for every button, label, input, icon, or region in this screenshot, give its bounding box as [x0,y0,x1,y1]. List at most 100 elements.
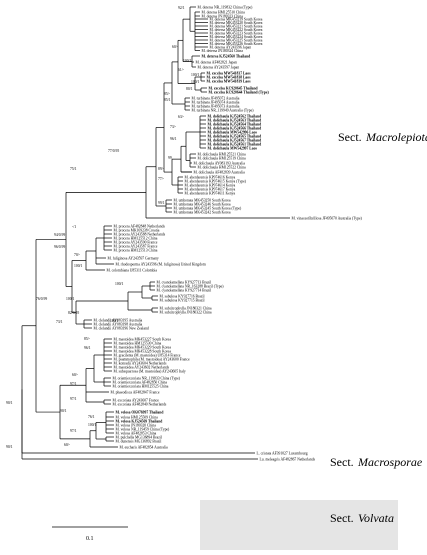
taxon-label: M. dolichaula HM125522 China [198,165,247,169]
taxon-label: M. subcitrophylla JN180322 China [160,310,212,314]
taxon-label: M. velosa OK076997 Thailand [116,410,165,414]
support-value: 73/1 [56,320,63,324]
taxon-label: M. dolichaula MW542997 Laos [208,146,258,150]
support-value: 90/1 [6,445,13,449]
support-value: 85/- [84,337,91,341]
taxon-label: M. mastoidea MK453227 South Korea [114,337,172,341]
taxon-label: M. detersa MK453226 South Korea [210,42,263,46]
taxon-label: M. detersa NR_119832 China (Type) [198,5,254,9]
scale-bar: 0.1 [52,526,128,542]
taxon-label: M. psammophila (M. mastoidea) AY243600 F… [114,357,191,361]
section-macrosporae-prefix: Sect. [330,455,354,469]
support-value: 63/- [178,115,185,119]
taxon-label: M. aberdarensis KP974617 Kenya [185,187,236,191]
taxon-label: M. turbinata JF495074 Australia [192,100,240,104]
taxon-label: M. procera AY243588 Netherlands [114,232,166,236]
taxon-label: M. excelsa KC920645 Thailand [209,86,259,90]
support-value: 60/- [172,45,179,49]
taxon-label: M. dunensis MG136892 Brazil [116,439,162,443]
taxon-label: M. velosa JN180320 China [116,423,157,427]
taxon-label: M. dolichaula KJ524566 Thailand [208,126,263,130]
support-value: 100/1 [88,423,97,427]
section-volvata-prefix: Sect. [330,511,354,525]
taxon-label: M. detersa MK453223 South Korea [210,31,263,35]
taxon-label: M. detersa HM125510 China [202,10,246,14]
taxon-label: M. excoriata AF482840 Netherlands [113,402,167,406]
taxon-label: M. dolichaula MW542996 Laos [208,130,258,134]
taxon-label: M. procera HM125513 China [114,248,158,252]
taxon-label: M. mastoidea MK453228 South Korea [114,349,172,353]
section-macrosporae-name: Macrosporae [357,455,423,469]
taxon-label: M. aberdarensis KP974614 Kenya [185,183,236,187]
tree-branches [21,6,290,460]
support-value: 76/1 [88,415,95,419]
taxon-label: M. rhodosperma AY243596 (M. fuliginosa) … [116,262,206,266]
taxon-label: M. detersa MK453224 South Korea [210,35,263,39]
taxon-label: M. detersa JN180323 China [202,14,244,18]
support-value: 97/1 [70,429,77,433]
taxon-label: M. fuliginosa AY243597 Germany [108,256,159,260]
taxon-label: M. velosa AF482853 China [116,431,157,435]
taxon-label: M. detersa KJ524560 Thailand [202,54,252,58]
support-value: 90/1 [6,401,13,405]
support-value: 85/1 [164,98,171,102]
taxon-label: M. mastoidea MK453229 South Korea [114,345,172,349]
support-value: 96/1 [170,137,177,141]
support-value: 60/- [72,373,79,377]
taxon-label: M. turbinata NR_119949 Australia (Type) [192,108,255,112]
taxon-label: M. aberdarensis KP974615 Kenya (Type) [185,179,247,183]
support-value: 77/0.95 [108,149,119,153]
taxon-label: M. turbinata JF495073 Australia [192,104,240,108]
support-value: 85/- [164,92,171,96]
taxon-label: M. cyanolamellata KY927713 Brazil [157,280,212,284]
taxon-label: M. excelsa MW541837 Laos [207,71,252,75]
support-value: 75/1 [70,167,77,171]
taxon-label: M. gracilenta (M. mastoidea) U85314 Fran… [114,353,181,357]
section-macrolepiota: Sect. Macrolepiota [338,130,427,144]
taxon-label: M. detersa AF482821 Japan [196,60,238,64]
taxon-label: M. subsquarrosa (M. mastoidea) AY243605 … [114,369,186,373]
section-macrolepiota-prefix: Sect. [338,130,362,144]
section-volvata-shading [200,500,398,555]
taxon-label: M. detersa MK453220 South Korea [210,21,263,25]
taxon-label: M. dolichaula AF482839 Australia [194,170,246,174]
taxon-label: M. vinaceofibrillosa JF495070 Australia … [292,216,363,220]
taxon-label: M. procera AF482848 Netherlands [114,224,166,228]
support-value: 97/1 [70,382,77,386]
taxon-label: M. dolichaula AY083193 Australia [194,161,246,165]
taxon-label: M. umbonata MK453250 South Korea [174,198,231,202]
taxon-label: M. turbinata JF495072 Australia [192,96,240,100]
taxon-label: M. dolichaula KJ524563 Thailand [208,118,263,122]
taxon-label: M. velosa HM125509 China [116,415,159,419]
taxon-label: M. dolichaula KJ524561 Thailand [208,142,263,146]
taxon-label: M. excelsa KC920644 Thailand (Type) [209,90,270,94]
support-value: 90/1 [60,409,67,413]
taxon-label: M. detersa MK453222 South Korea [210,28,263,32]
support-value: 97/1 [70,397,77,401]
support-value: 76/0.99 [36,297,47,301]
support-value: 77/- [158,177,165,181]
section-macrolepiota-name: Macrolepiota [365,130,427,144]
section-volvata-name: Volvata [358,511,394,525]
taxon-label: M. orientiexcoriata NR_119833 China (Typ… [113,376,181,380]
taxon-label: M. aberdarensis KP974616 Kenya [185,175,236,179]
taxon-label: M. sabulosa KY927715 Brazil [160,298,205,302]
taxon-label: M. umbonata MK453245 South Korea (Type) [174,206,243,210]
taxon-label: M. clelandii AY083195 Australia [94,318,143,322]
support-value: 96/1 [84,346,91,350]
support-value: 70/- [74,253,81,257]
taxon-label: M. velosa NR_119459 China (Type) [116,427,171,431]
taxon-label: M. dolichaula KJ524565 Thailand [208,134,263,138]
taxon-label: M. clelandii AY083196 New Zealand [94,326,149,330]
taxon-label: M. detersa AY243596 Japan [210,45,252,49]
taxon-label: M. umbonata MK453242 South Korea [174,210,231,214]
taxon-label: M. eucharis AF482854 Australia [120,445,168,449]
taxon-label: M. detersa AY243597 Japan [198,65,240,69]
support-value: 92/1 [178,6,185,10]
support-value: 73/- [170,125,177,129]
support-value: 89/- [158,167,165,171]
taxon-label: M. cyanolamellata NR_163288 Brazil (Type… [157,284,225,288]
section-volvata: Sect. Volvata [330,511,394,525]
support-value: 100/1 [110,319,119,323]
taxon-labels: M. detersa NR_119832 China (Type)M. dete… [94,5,363,461]
